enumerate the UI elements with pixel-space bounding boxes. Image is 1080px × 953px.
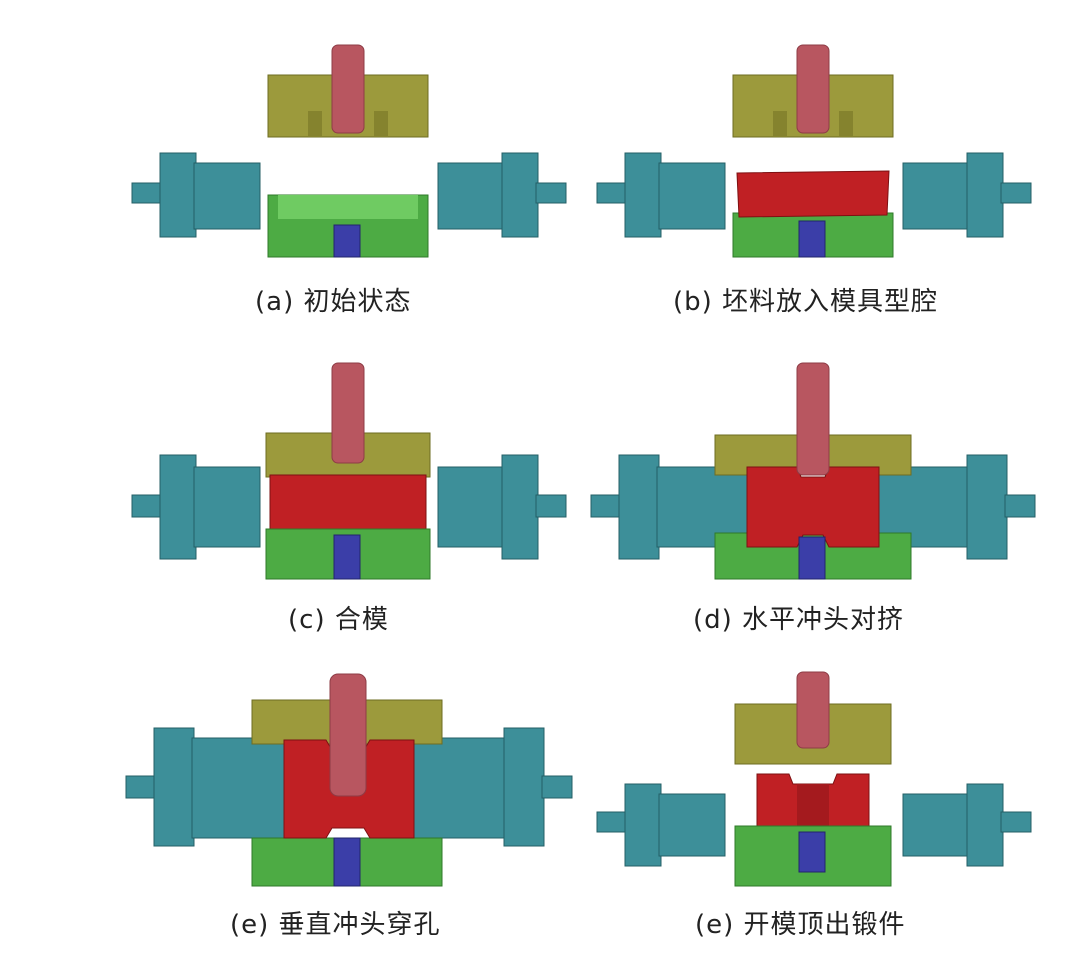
left-side-ram-stem — [596, 811, 628, 833]
right-side-ram-flange — [966, 783, 1004, 867]
right-side-ram-stem — [535, 182, 567, 204]
upper-die-recess-left — [308, 111, 322, 137]
lower-die-cavity — [278, 195, 418, 219]
right-side-ram-body — [437, 466, 505, 548]
left-side-ram-flange — [159, 454, 197, 560]
left-side-ram-body — [191, 737, 285, 839]
left-side-ram-body — [193, 466, 261, 548]
panel-f-diagram — [596, 671, 1032, 887]
left-side-ram-stem — [131, 494, 163, 518]
right-side-ram-stem — [1000, 811, 1032, 833]
panel-c: (c) 合模 — [120, 355, 580, 635]
panel-f-caption: (e) 开模顶出锻件 — [695, 910, 906, 940]
panel-b-caption: (b) 坯料放入模具型腔 — [673, 287, 939, 317]
panel-e-caption: (e) 垂直冲头穿孔 — [230, 910, 441, 940]
right-side-ram-stem — [1000, 182, 1032, 204]
vertical-punch — [329, 673, 367, 797]
left-side-ram-stem — [596, 182, 628, 204]
right-side-ram-flange — [501, 152, 539, 238]
right-side-ram-body — [902, 793, 970, 857]
vertical-punch — [796, 362, 830, 476]
right-side-ram-stem — [541, 775, 573, 799]
left-side-ram-body — [193, 162, 261, 230]
billet — [269, 474, 427, 530]
panel-d-diagram — [590, 362, 1036, 580]
panel-e: (e) 垂直冲头穿孔 — [120, 668, 580, 940]
panel-b: (b) 坯料放入模具型腔 — [585, 35, 1045, 317]
left-side-ram-stem — [590, 494, 622, 518]
forged-part-bore — [797, 784, 829, 826]
left-side-ram-flange — [624, 783, 662, 867]
right-side-ram-flange — [966, 152, 1004, 238]
left-side-ram-flange — [624, 152, 662, 238]
panel-d: (d) 水平冲头对挤 — [585, 355, 1045, 635]
panel-e-diagram — [125, 673, 573, 887]
panel-a-diagram — [131, 44, 567, 258]
vertical-punch — [796, 44, 830, 134]
left-side-ram-flange — [159, 152, 197, 238]
panel-c-caption: (c) 合模 — [288, 605, 389, 635]
right-side-ram-flange — [503, 727, 545, 847]
left-side-ram-body — [658, 793, 726, 857]
left-side-ram-stem — [131, 182, 163, 204]
ejector-pin — [798, 536, 826, 580]
panel-a-caption: (a) 初始状态 — [255, 287, 412, 317]
panel-c-diagram — [131, 362, 567, 580]
ejector-pin — [333, 837, 361, 887]
ejector-pin — [333, 224, 361, 258]
left-side-ram-body — [658, 162, 726, 230]
right-side-ram-flange — [501, 454, 539, 560]
vertical-punch — [331, 44, 365, 134]
right-side-ram-body — [902, 162, 970, 230]
right-side-ram-stem — [1004, 494, 1036, 518]
right-side-ram-body — [413, 737, 507, 839]
panel-d-caption: (d) 水平冲头对挤 — [693, 605, 905, 635]
vertical-punch — [796, 671, 830, 749]
billet — [736, 170, 890, 218]
ejector-pin — [798, 831, 826, 873]
panel-b-diagram — [596, 44, 1032, 258]
vertical-punch — [331, 362, 365, 464]
left-side-ram-flange — [618, 454, 660, 560]
ejector-pin — [333, 534, 361, 580]
panel-a: (a) 初始状态 — [120, 35, 580, 317]
left-side-ram-flange — [153, 727, 195, 847]
upper-die-recess-left — [773, 111, 787, 137]
right-side-ram-body — [437, 162, 505, 230]
upper-die-recess-right — [374, 111, 388, 137]
billet — [746, 466, 880, 548]
panel-f: (e) 开模顶出锻件 — [585, 668, 1045, 940]
left-side-ram-stem — [125, 775, 157, 799]
ejector-pin — [798, 220, 826, 258]
right-side-ram-flange — [966, 454, 1008, 560]
upper-die-recess-right — [839, 111, 853, 137]
right-side-ram-stem — [535, 494, 567, 518]
